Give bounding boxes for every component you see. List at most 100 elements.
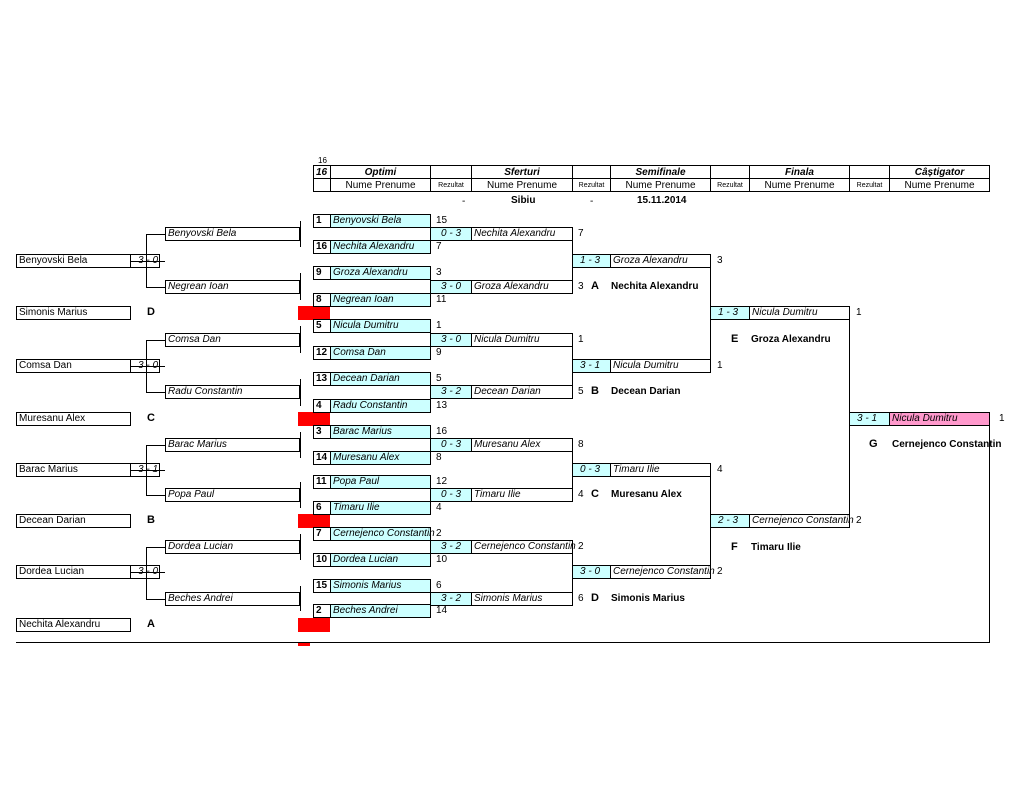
seed-name[interactable]: Groza Alexandru bbox=[333, 267, 408, 278]
left-player-name[interactable]: Dordea Lucian bbox=[19, 566, 85, 577]
left-player-name[interactable]: Nechita Alexandru bbox=[19, 619, 101, 630]
left-player-name[interactable]: Comsa Dan bbox=[19, 360, 72, 371]
optimi-entrant-name[interactable]: Dordea Lucian bbox=[168, 541, 234, 552]
connector bbox=[146, 445, 147, 495]
connector bbox=[146, 234, 165, 235]
seed-value: 8 bbox=[436, 452, 442, 463]
group-letter: C bbox=[591, 488, 599, 500]
group-letter: G bbox=[869, 438, 878, 450]
red-marker bbox=[298, 412, 330, 426]
seed-name[interactable]: Beches Andrei bbox=[333, 605, 398, 616]
semi-score: 0 - 3 bbox=[580, 464, 601, 475]
seed-number: 7 bbox=[316, 528, 322, 539]
connector bbox=[131, 470, 165, 471]
seed-value: 5 bbox=[436, 373, 442, 384]
col-name-3: Nume Prenume bbox=[610, 178, 711, 192]
optimi-entrant-box bbox=[165, 438, 300, 452]
seed-name[interactable]: Timaru Ilie bbox=[333, 502, 380, 513]
seed-name[interactable]: Negrean Ioan bbox=[333, 294, 394, 305]
connector bbox=[146, 287, 165, 288]
seed-name[interactable]: Nechita Alexandru bbox=[333, 241, 415, 252]
seed-name[interactable]: Decean Darian bbox=[333, 373, 400, 384]
red-marker bbox=[298, 514, 330, 528]
event-city: Sibiu bbox=[511, 195, 536, 206]
connector bbox=[300, 586, 301, 611]
left-player-name[interactable]: Barac Marius bbox=[19, 464, 78, 475]
eliminated-name: Muresanu Alex bbox=[611, 489, 682, 500]
optimi-entrant-name[interactable]: Popa Paul bbox=[168, 489, 215, 500]
connector bbox=[131, 572, 165, 573]
final-score: 2 - 3 bbox=[718, 515, 739, 526]
semi-value: 4 bbox=[717, 464, 723, 475]
connector bbox=[131, 366, 165, 367]
seed-number: 12 bbox=[316, 347, 328, 358]
seed-name[interactable]: Barac Marius bbox=[333, 426, 392, 437]
left-player-score: 3 - 0 bbox=[138, 566, 158, 577]
optimi-entrant-name[interactable]: Beches Andrei bbox=[168, 593, 233, 604]
quarter-name[interactable]: Muresanu Alex bbox=[474, 439, 541, 450]
optimi-entrant-box bbox=[165, 280, 300, 294]
semi-name[interactable]: Groza Alexandru bbox=[613, 255, 688, 266]
seed-name[interactable]: Muresanu Alex bbox=[333, 452, 400, 463]
optimi-entrant-name[interactable]: Comsa Dan bbox=[168, 334, 221, 345]
group-letter: F bbox=[731, 541, 738, 553]
seed-name[interactable]: Comsa Dan bbox=[333, 347, 386, 358]
final-name[interactable]: Cernejenco Constantin bbox=[752, 515, 854, 526]
quarter-score: 3 - 2 bbox=[441, 386, 462, 397]
final-value: 1 bbox=[856, 307, 862, 318]
seed-value: 9 bbox=[436, 347, 442, 358]
seed-name[interactable]: Nicula Dumitru bbox=[333, 320, 399, 331]
optimi-entrant-box bbox=[165, 540, 300, 554]
left-player-score: 3 - 1 bbox=[138, 464, 158, 475]
connector bbox=[300, 482, 301, 508]
quarter-name[interactable]: Simonis Marius bbox=[474, 593, 543, 604]
semi-name[interactable]: Nicula Dumitru bbox=[613, 360, 679, 371]
seed-number: 9 bbox=[316, 267, 322, 278]
seed-name[interactable]: Dordea Lucian bbox=[333, 554, 399, 565]
group-letter: C bbox=[147, 412, 155, 424]
seed-name[interactable]: Cernejenco Constantin bbox=[333, 528, 435, 539]
semi-name[interactable]: Cernejenco Constantin bbox=[613, 566, 715, 577]
quarter-name[interactable]: Decean Darian bbox=[474, 386, 541, 397]
left-player-name[interactable]: Decean Darian bbox=[19, 515, 86, 526]
seed-name[interactable]: Benyovski Bela bbox=[333, 215, 402, 226]
col-name-4: Nume Prenume bbox=[749, 178, 850, 192]
semi-name[interactable]: Timaru Ilie bbox=[613, 464, 660, 475]
seed-name[interactable]: Popa Paul bbox=[333, 476, 380, 487]
seed-name-box bbox=[330, 372, 431, 386]
semi-value: 1 bbox=[717, 360, 723, 371]
quarter-name[interactable]: Cernejenco Constantin bbox=[474, 541, 576, 552]
optimi-entrant-name[interactable]: Barac Marius bbox=[168, 439, 227, 450]
seed-number: 14 bbox=[316, 452, 328, 463]
quarter-name[interactable]: Nicula Dumitru bbox=[474, 334, 540, 345]
quarter-value: 7 bbox=[578, 228, 584, 239]
connector bbox=[146, 340, 165, 341]
quarter-name[interactable]: Groza Alexandru bbox=[474, 281, 549, 292]
seed-name-box bbox=[330, 319, 431, 333]
bottom-rule bbox=[16, 642, 990, 643]
seed-name[interactable]: Radu Constantin bbox=[333, 400, 408, 411]
connector bbox=[146, 599, 165, 600]
seed-number: 2 bbox=[316, 605, 322, 616]
connector bbox=[131, 261, 165, 262]
group-letter: B bbox=[591, 385, 599, 397]
optimi-entrant-name[interactable]: Radu Constantin bbox=[168, 386, 243, 397]
seed-name[interactable]: Simonis Marius bbox=[333, 580, 402, 591]
left-player-name[interactable]: Simonis Marius bbox=[19, 307, 88, 318]
seed-name-box bbox=[330, 214, 431, 228]
seed-value: 10 bbox=[436, 554, 448, 565]
winner-name[interactable]: Nicula Dumitru bbox=[892, 413, 958, 424]
final-name[interactable]: Nicula Dumitru bbox=[752, 307, 818, 318]
quarter-value: 2 bbox=[578, 541, 584, 552]
left-player-name[interactable]: Muresanu Alex bbox=[19, 413, 86, 424]
quarter-name[interactable]: Timaru Ilie bbox=[474, 489, 521, 500]
red-marker bbox=[298, 618, 330, 632]
optimi-entrant-name[interactable]: Negrean Ioan bbox=[168, 281, 229, 292]
seed-number: 4 bbox=[316, 400, 322, 411]
seed-value: 2 bbox=[436, 528, 442, 539]
quarter-name[interactable]: Nechita Alexandru bbox=[474, 228, 556, 239]
final-value: 2 bbox=[856, 515, 862, 526]
left-player-name[interactable]: Benyovski Bela bbox=[19, 255, 88, 266]
col-name-2: Nume Prenume bbox=[471, 178, 573, 192]
optimi-entrant-name[interactable]: Benyovski Bela bbox=[168, 228, 237, 239]
